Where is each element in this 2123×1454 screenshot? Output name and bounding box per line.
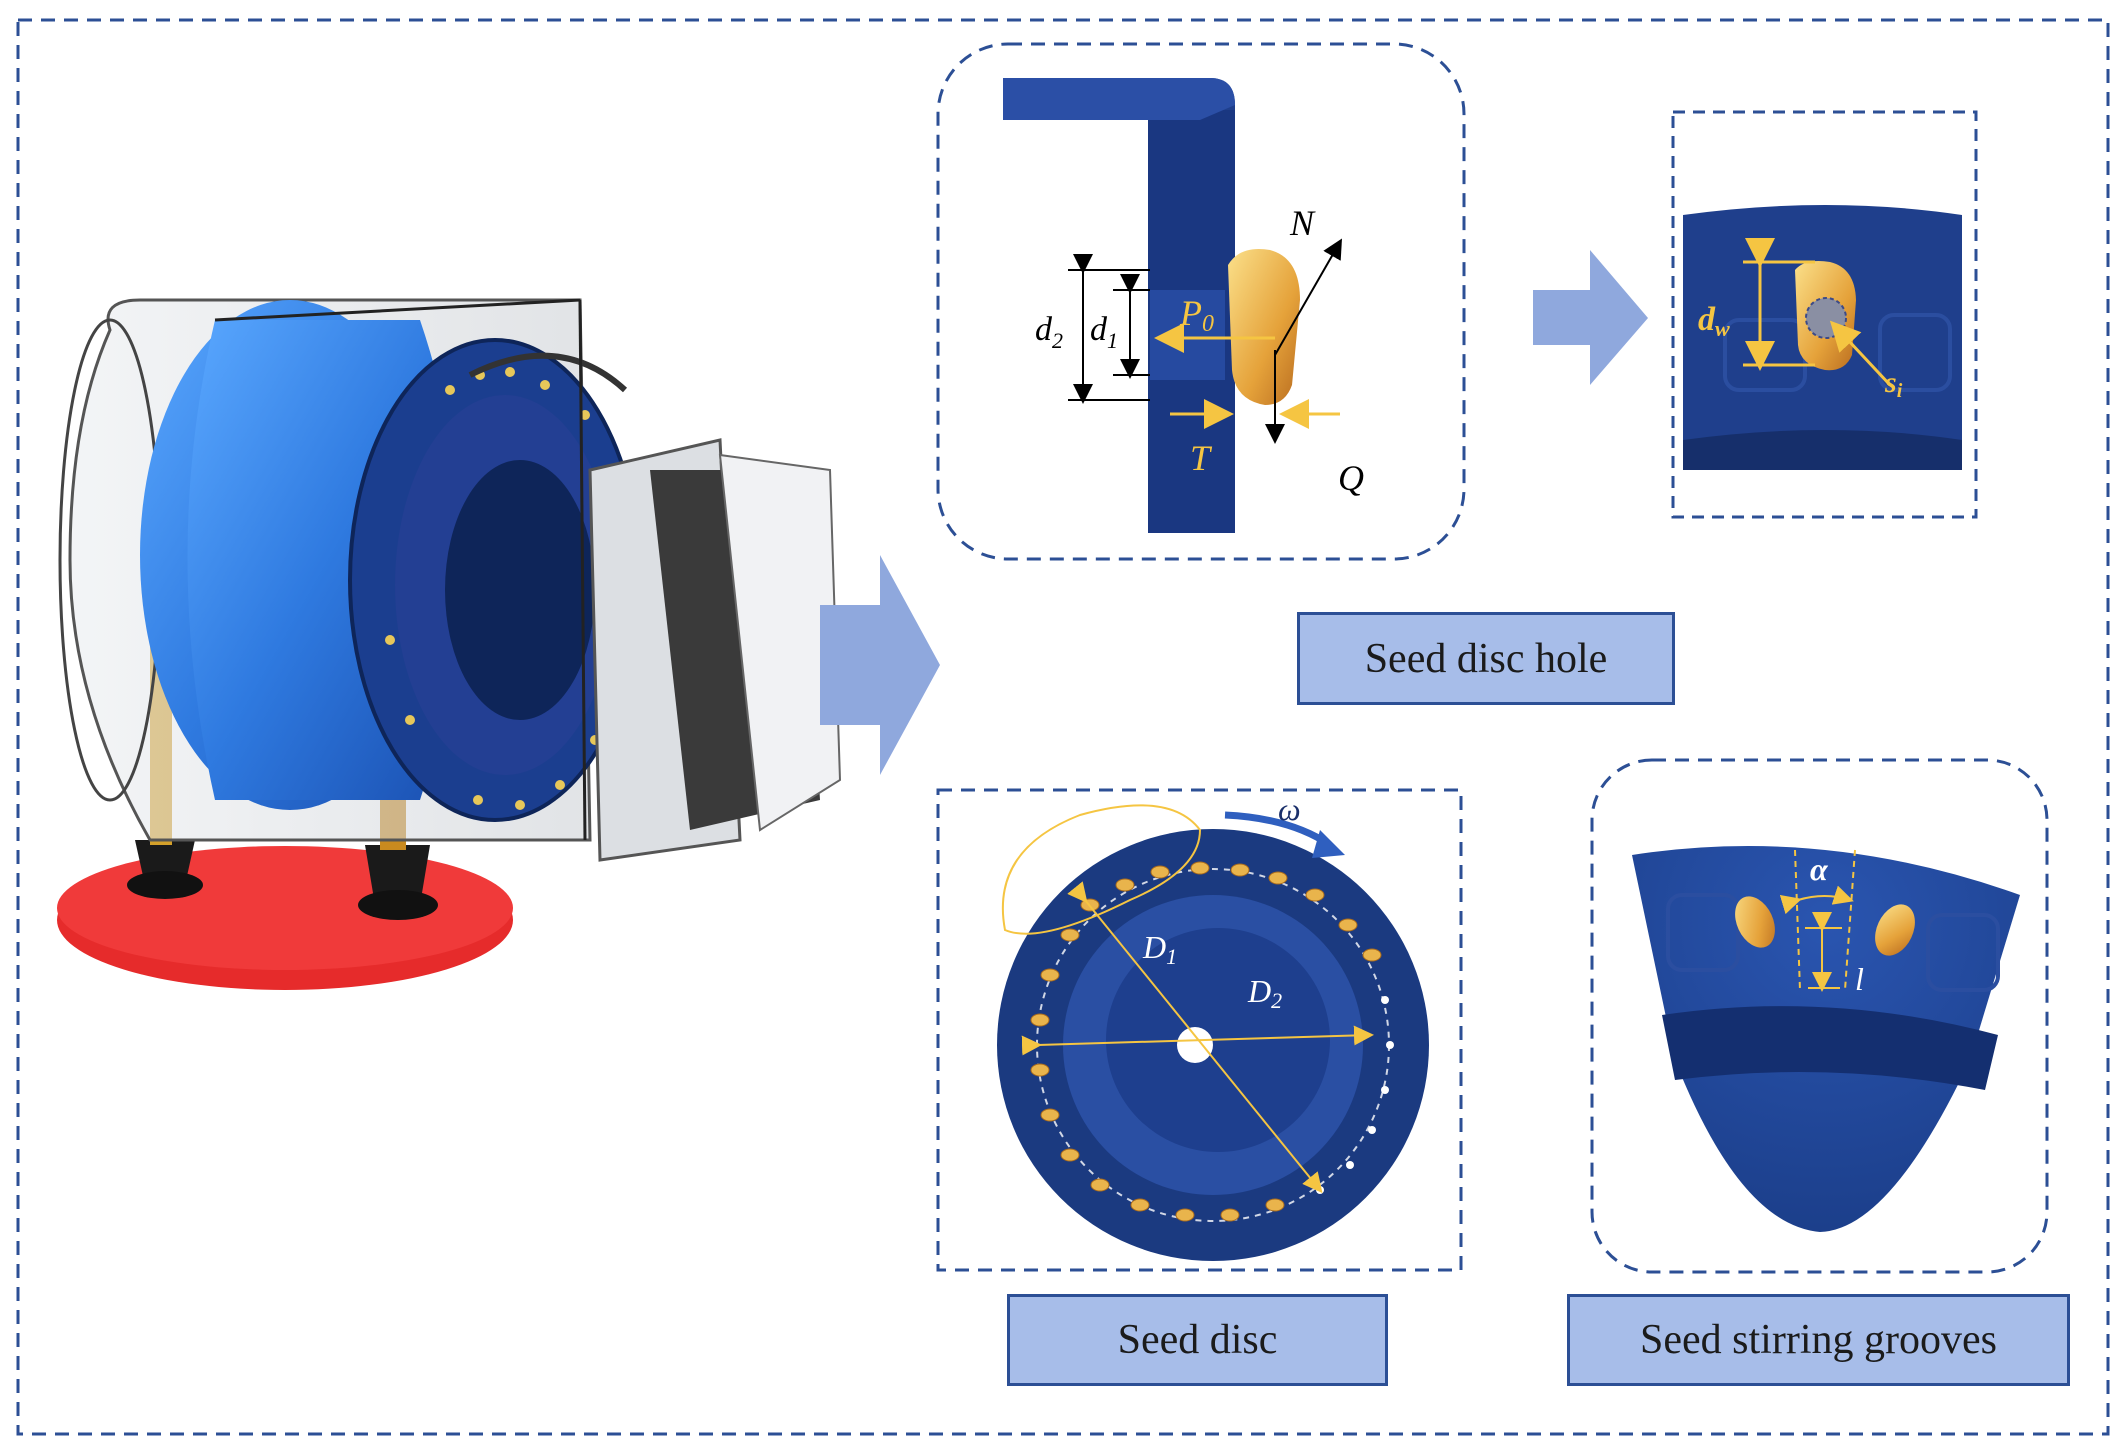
label-q: Q <box>1338 458 1364 498</box>
label-D1: D1 <box>1142 929 1177 969</box>
label-d1: d1 <box>1090 311 1118 353</box>
disc-panel-frame <box>936 788 1463 1272</box>
outer-frame <box>16 18 2110 1436</box>
label-n: N <box>1289 203 1316 243</box>
flow-arrow-small <box>1533 250 1648 385</box>
caption-seed-disc-hole: Seed disc hole <box>1297 612 1675 705</box>
groove-sector-illustration <box>1632 846 2020 1232</box>
label-l: l <box>1855 961 1864 997</box>
zoom-dimension-lines <box>1743 238 1892 387</box>
groove-dimension-lines <box>1779 849 1856 992</box>
label-omega: ω <box>1278 791 1301 827</box>
label-alpha: α <box>1810 851 1829 887</box>
zoom-panel-frame <box>1671 110 1978 519</box>
disc-dimension-lines <box>1021 881 1374 1194</box>
caption-seed-disc: Seed disc <box>1007 1294 1388 1386</box>
label-t: T <box>1190 438 1213 478</box>
hole-dimension-lines <box>1068 238 1342 444</box>
label-D2: D2 <box>1247 973 1282 1013</box>
label-dw: dw <box>1698 301 1730 341</box>
seed-meter-machine-illustration <box>57 298 842 990</box>
flow-arrow-main <box>820 555 940 775</box>
label-p0: P0 <box>1179 293 1214 337</box>
label-si: si <box>1884 366 1903 402</box>
seed-disc-illustration <box>997 804 1429 1261</box>
grooves-panel-frame <box>1590 758 2049 1274</box>
label-d2: d2 <box>1035 311 1063 353</box>
hole-force-lines <box>1154 323 1340 429</box>
hole-section-illustration <box>1003 78 1300 533</box>
caption-seed-stirring-grooves: Seed stirring grooves <box>1567 1294 2070 1386</box>
rotation-arrow-head <box>1312 830 1345 858</box>
hole-panel-frame <box>936 42 1466 561</box>
